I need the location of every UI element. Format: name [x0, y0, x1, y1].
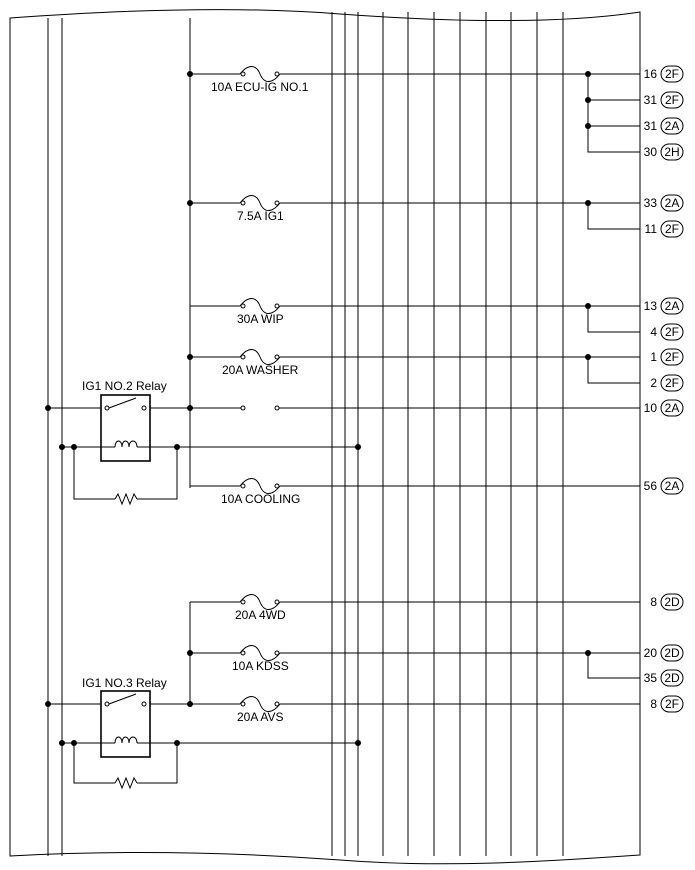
terminal-pin: 13 — [644, 299, 658, 313]
fuse-end-circles — [240, 71, 280, 707]
terminal-connector: 2A — [665, 299, 680, 313]
junction-dots — [45, 71, 591, 746]
fuse-symbols — [239, 66, 281, 712]
terminal-pin: 30 — [644, 145, 658, 159]
fuse-avs-symbol — [239, 696, 281, 712]
fuse-kdss-label: 10A KDSS — [232, 659, 289, 673]
terminal-pin: 11 — [645, 222, 658, 236]
relay-ig1-no3 — [100, 690, 151, 758]
vertical-bus-lines — [47, 12, 564, 856]
terminal-pin: 20 — [644, 646, 658, 660]
fuse-washer-symbol — [239, 349, 281, 365]
resistor-ig1-no2 — [114, 492, 138, 506]
terminal-connector: 2F — [665, 93, 679, 107]
terminal-connector: 2D — [664, 646, 680, 660]
open-terminal-right — [274, 405, 280, 411]
fuse-ecu-ig-no1-symbol — [239, 66, 281, 82]
terminal-connector: 2D — [664, 671, 680, 685]
terminal-pin: 8 — [650, 697, 657, 711]
terminal-connector: 2H — [664, 145, 679, 159]
fuse-avs-label: 20A AVS — [237, 710, 283, 724]
terminal-connector: 2F — [665, 325, 679, 339]
terminal-pin: 10 — [644, 401, 658, 415]
terminal-pin: 16 — [644, 67, 658, 81]
terminal-pin: 8 — [650, 595, 657, 609]
terminal-connector: 2F — [665, 697, 679, 711]
open-terminal-left — [240, 405, 246, 411]
terminal-pin: 35 — [644, 671, 658, 685]
terminal-pin: 31 — [644, 93, 658, 107]
fuse-ecu-ig-no1-label: 10A ECU-IG NO.1 — [211, 80, 309, 94]
resistor-ig1-no3 — [114, 776, 138, 790]
relay-coil — [114, 440, 138, 448]
fuse-wip-symbol — [239, 298, 281, 314]
fuse-washer-label: 20A WASHER — [222, 363, 299, 377]
fuse-ig1-label: 7.5A IG1 — [237, 209, 284, 223]
fuse-ig1-symbol — [239, 195, 281, 211]
terminal-connector: 2A — [665, 479, 680, 493]
terminal-connector: 2A — [665, 196, 680, 210]
terminal-connector: 2F — [665, 376, 679, 390]
fuse-4wd-label: 20A 4WD — [235, 608, 286, 622]
terminal-connector: 2F — [665, 67, 679, 81]
fuse-cooling-symbol — [239, 478, 281, 494]
terminal-pin: 56 — [644, 479, 658, 493]
relay-coil — [114, 736, 138, 744]
terminal-pin: 2 — [650, 376, 657, 390]
fuse-kdss-symbol — [239, 645, 281, 661]
relay-ig1-no2 — [100, 394, 151, 462]
relay-ig1-no2-label: IG1 NO.2 Relay — [82, 379, 167, 393]
terminal-pin: 31 — [644, 119, 658, 133]
terminal-list — [660, 65, 684, 713]
relay-ig1-no3-label: IG1 NO.3 Relay — [82, 676, 167, 690]
terminal-connector: 2A — [665, 401, 680, 415]
fuse-cooling-label: 10A COOLING — [221, 492, 300, 506]
fuse-4wd-symbol — [239, 594, 281, 610]
terminal-pin: 1 — [650, 350, 657, 364]
terminal-connector: 2F — [665, 350, 679, 364]
terminal-connector: 2F — [665, 222, 679, 236]
terminal-pin: 4 — [650, 325, 657, 339]
terminal-connector: 2D — [664, 595, 680, 609]
relay-ig1-no2-wiring — [48, 407, 640, 500]
terminal-pin: 33 — [644, 196, 658, 210]
fuse-wip-label: 30A WIP — [237, 312, 284, 326]
upper-fuse-wiring — [190, 73, 640, 487]
terminal-connector: 2A — [665, 119, 680, 133]
lower-fuse-wiring — [48, 601, 640, 784]
page-border — [9, 9, 641, 865]
